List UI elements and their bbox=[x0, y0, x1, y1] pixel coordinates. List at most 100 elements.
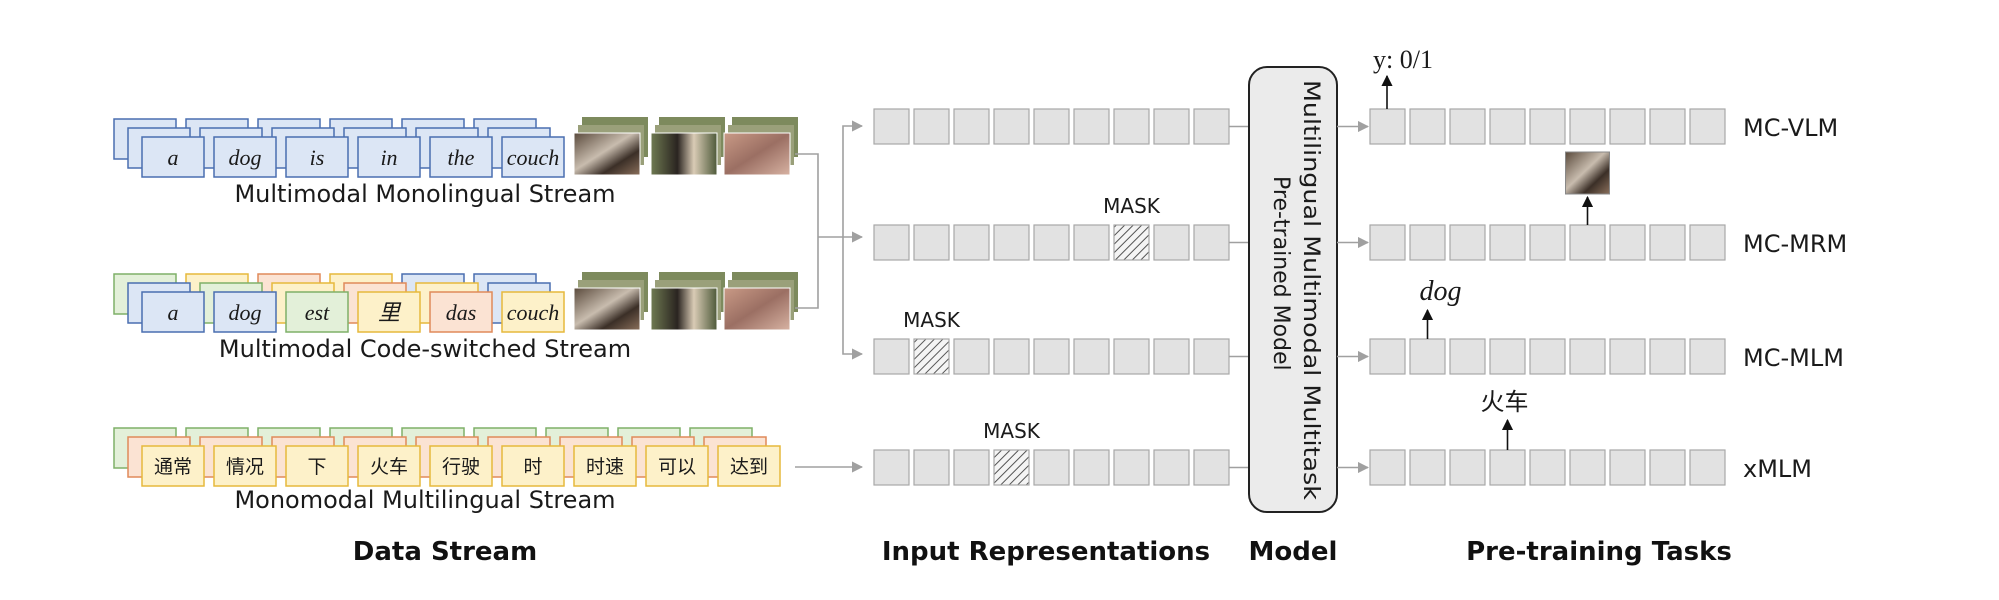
output-token-cell bbox=[1449, 449, 1486, 486]
image-monolingual-2 bbox=[650, 117, 725, 176]
token-card bbox=[645, 445, 709, 487]
input-token-cell bbox=[1033, 224, 1070, 261]
token-monolingual-3: in bbox=[380, 145, 397, 170]
stream-label-code_switched: Multimodal Code-switched Stream bbox=[219, 335, 631, 363]
stream-label-monolingual: Multimodal Monolingual Stream bbox=[234, 180, 615, 208]
section-title-input-representations: Input Representations bbox=[882, 537, 1210, 567]
task-label-1: MC-MRM bbox=[1743, 230, 1847, 258]
token-card bbox=[573, 445, 637, 487]
output-token-cell bbox=[1689, 108, 1726, 145]
output-token-cell bbox=[1489, 449, 1526, 486]
token-card bbox=[429, 445, 493, 487]
token-monomodal-7: 可以 bbox=[658, 456, 696, 478]
input-token-cell bbox=[1153, 108, 1190, 145]
input-token-cell bbox=[993, 224, 1030, 261]
output-token-cell bbox=[1369, 449, 1406, 486]
input-token-cell bbox=[1193, 224, 1230, 261]
token-card bbox=[213, 136, 277, 178]
output-token-cell bbox=[1409, 338, 1446, 375]
input-row-1 bbox=[873, 108, 1249, 145]
mask-label: MASK bbox=[903, 308, 961, 332]
token-card bbox=[717, 445, 781, 487]
token-code_switched-3: 里 bbox=[378, 300, 402, 325]
token-card bbox=[141, 445, 205, 487]
token-card bbox=[357, 445, 421, 487]
photo-front bbox=[573, 287, 641, 331]
output-token-cell bbox=[1609, 108, 1646, 145]
output-token-cell bbox=[1489, 338, 1526, 375]
token-card bbox=[285, 291, 349, 333]
input-row-4: MASK bbox=[873, 419, 1249, 486]
input-token-cell bbox=[1193, 108, 1230, 145]
input-token-cell bbox=[953, 108, 990, 145]
stream-monomodal: 通常情况下火车行驶时时速可以达到Monomodal Multilingual S… bbox=[113, 427, 781, 514]
photo-front bbox=[650, 287, 718, 331]
token-monomodal-1: 情况 bbox=[226, 456, 264, 478]
output-token-cell bbox=[1689, 224, 1726, 261]
mrm-region-image bbox=[1565, 151, 1610, 195]
output-token-cell bbox=[1649, 449, 1686, 486]
section-title-model: Model bbox=[1249, 537, 1338, 567]
token-code_switched-4: das bbox=[446, 300, 477, 325]
task-label-2: MC-MLM bbox=[1743, 344, 1844, 372]
output-token-cell bbox=[1649, 108, 1686, 145]
input-token-cell bbox=[1113, 338, 1150, 375]
model-label-line2: Pre-trained Model bbox=[1268, 176, 1293, 371]
token-code_switched-2: est bbox=[305, 300, 330, 325]
image-code_switched-2 bbox=[650, 272, 725, 331]
masked-token-cell bbox=[1113, 224, 1150, 261]
token-card bbox=[141, 136, 205, 178]
token-card bbox=[141, 291, 205, 333]
output-token-cell bbox=[1569, 449, 1606, 486]
token-monomodal-2: 下 bbox=[307, 456, 326, 478]
input-token-cell bbox=[873, 449, 910, 486]
section-title-pretraining-tasks: Pre-training Tasks bbox=[1466, 537, 1732, 567]
output-token-cell bbox=[1689, 338, 1726, 375]
image-code_switched-1 bbox=[573, 272, 648, 331]
input-token-cell bbox=[993, 108, 1030, 145]
input-token-cell bbox=[1153, 449, 1190, 486]
section-title-data-stream: Data Stream bbox=[353, 537, 537, 567]
output-token-cell bbox=[1609, 338, 1646, 375]
output-token-cell bbox=[1449, 338, 1486, 375]
token-monomodal-5: 时 bbox=[523, 456, 542, 478]
input-row-3: MASK bbox=[873, 308, 1249, 375]
mask-label: MASK bbox=[1103, 194, 1161, 218]
output-token-cell bbox=[1449, 224, 1486, 261]
token-card bbox=[429, 136, 493, 178]
output-token-cell bbox=[1569, 224, 1606, 261]
arrow-to-vlm bbox=[842, 120, 864, 237]
token-card bbox=[501, 291, 565, 333]
token-card bbox=[501, 445, 565, 487]
input-token-cell bbox=[1073, 449, 1110, 486]
image-monolingual-1 bbox=[573, 117, 648, 176]
input-token-cell bbox=[1193, 449, 1230, 486]
token-card bbox=[213, 291, 277, 333]
input-token-cell bbox=[1193, 338, 1230, 375]
output-token-cell bbox=[1489, 108, 1526, 145]
model-box: Multilingual Multimodal Multitask Pre-tr… bbox=[1248, 66, 1338, 513]
token-code_switched-5: couch bbox=[507, 300, 560, 325]
input-token-cell bbox=[993, 338, 1030, 375]
output-token-cell bbox=[1489, 224, 1526, 261]
output-token-cell bbox=[1649, 224, 1686, 261]
input-token-cell bbox=[953, 338, 990, 375]
output-token-cell bbox=[1569, 108, 1606, 145]
token-monolingual-2: is bbox=[310, 145, 325, 170]
photo-front bbox=[573, 132, 641, 176]
output-token-cell bbox=[1609, 224, 1646, 261]
input-token-cell bbox=[1073, 338, 1110, 375]
task-label-0: MC-VLM bbox=[1743, 114, 1838, 142]
output-token-cell bbox=[1369, 108, 1406, 145]
output-token-cell bbox=[1649, 338, 1686, 375]
input-token-cell bbox=[873, 338, 910, 375]
token-card bbox=[429, 291, 493, 333]
output-token-cell bbox=[1529, 224, 1566, 261]
mask-label: MASK bbox=[983, 419, 1041, 443]
input-token-cell bbox=[1153, 338, 1190, 375]
input-token-cell bbox=[1073, 224, 1110, 261]
